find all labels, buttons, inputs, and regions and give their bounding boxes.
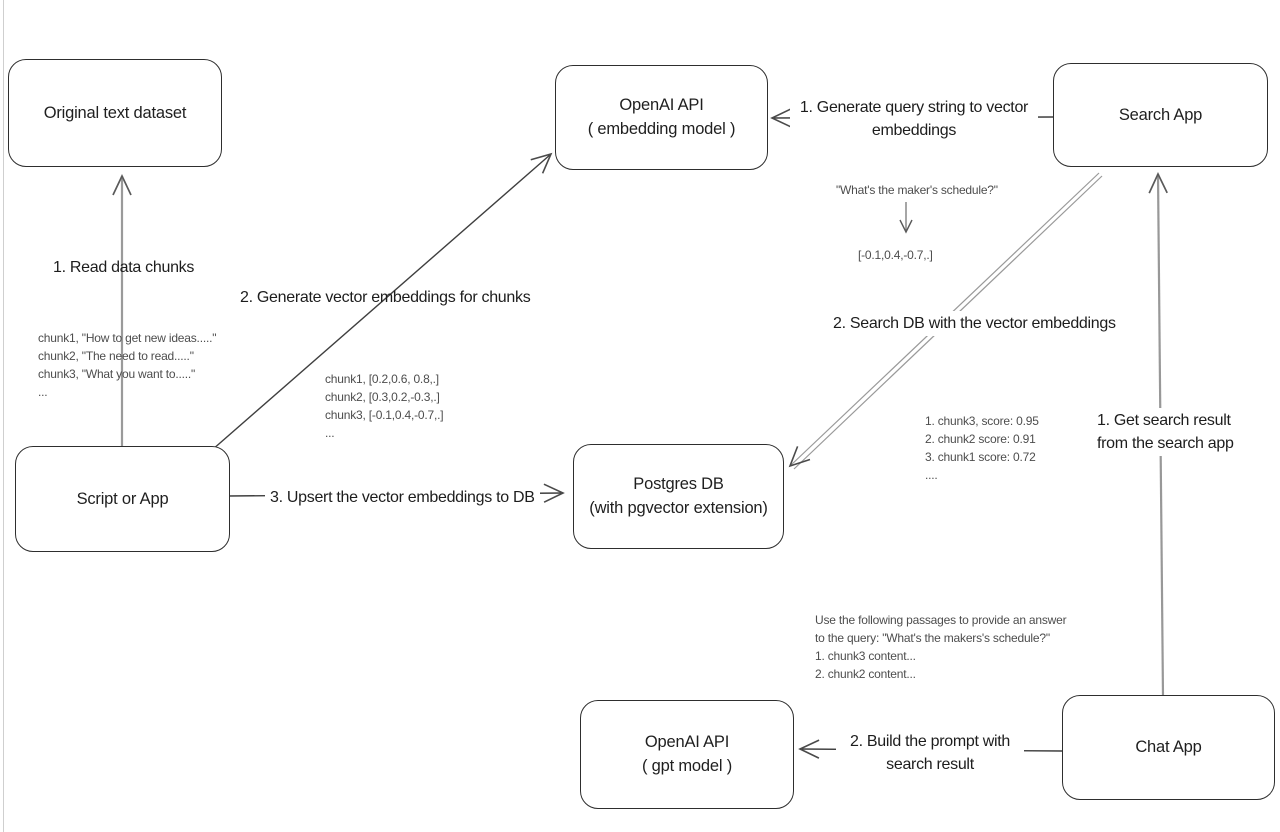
node-chat-app: Chat App bbox=[1062, 695, 1275, 800]
annotation-line: chunk3, "What you want to....." bbox=[38, 367, 196, 381]
label-upsert-to-db: 3. Upsert the vector embeddings to DB bbox=[265, 485, 540, 511]
label-query-to-vector: 1. Generate query string to vector embed… bbox=[790, 95, 1038, 144]
label-line1: 1. Generate query string to vector bbox=[799, 99, 1029, 116]
annotation-line: ... bbox=[325, 426, 335, 440]
annotation-line: Use the following passages to provide an… bbox=[815, 613, 1067, 627]
canvas-left-edge-line bbox=[3, 0, 4, 832]
node-label: Search App bbox=[1118, 105, 1203, 124]
label-line2: embeddings bbox=[871, 122, 957, 140]
annotation-chunk-texts: chunk1, "How to get new ideas....." chun… bbox=[38, 329, 216, 401]
node-script-or-app: Script or App bbox=[15, 446, 230, 552]
label-build-prompt: 2. Build the prompt with search result bbox=[836, 729, 1024, 778]
node-label-line2: ( embedding model ) bbox=[587, 120, 736, 138]
arrow-generate-embeddings bbox=[211, 152, 553, 451]
annotation-line: chunk2, "The need to read....." bbox=[38, 349, 194, 363]
annotation-line: chunk1, [0.2,0.6, 0.8,.] bbox=[325, 372, 439, 386]
annotation-chunk-vectors: chunk1, [0.2,0.6, 0.8,.] chunk2, [0.3,0.… bbox=[325, 370, 444, 442]
label-line2: from the search app bbox=[1097, 435, 1234, 453]
node-label: Original text dataset bbox=[43, 103, 187, 122]
node-openai-gpt: OpenAI API ( gpt model ) bbox=[580, 700, 794, 809]
annotation-built-prompt: Use the following passages to provide an… bbox=[815, 611, 1067, 683]
label-get-search-result: 1. Get search result from the search app bbox=[1092, 408, 1239, 457]
annotation-line: 1. chunk3, score: 0.95 bbox=[925, 414, 1039, 428]
annotation-line: ... bbox=[38, 385, 48, 399]
node-label-line2: (with pgvector extension) bbox=[589, 499, 768, 517]
node-label-line2: ( gpt model ) bbox=[641, 757, 733, 775]
node-label: Chat App bbox=[1135, 738, 1202, 757]
label-line1: 1. Get search result bbox=[1097, 412, 1231, 429]
node-label-line1: OpenAI API bbox=[619, 96, 704, 115]
annotation-line: 2. chunk2 content... bbox=[815, 667, 916, 681]
annotation-line: 1. chunk3 content... bbox=[815, 649, 916, 663]
label-line2: search result bbox=[886, 756, 974, 774]
annotation-line: chunk1, "How to get new ideas....." bbox=[38, 331, 217, 345]
label-search-db: 2. Search DB with the vector embeddings bbox=[828, 311, 1121, 337]
annotation-line: 3. chunk1 score: 0.72 bbox=[925, 450, 1036, 464]
node-label: Script or App bbox=[76, 489, 169, 508]
annotation-line: chunk2, [0.3,0.2,-0.3,.] bbox=[325, 390, 440, 404]
node-label-line1: OpenAI API bbox=[644, 733, 730, 752]
label-read-data-chunks: 1. Read data chunks bbox=[53, 259, 195, 276]
annotation-line: chunk3, [-0.1,0.4,-0.7,.] bbox=[325, 408, 444, 422]
annotation-line: to the query: "What's the makers's sched… bbox=[815, 631, 1050, 645]
annotation-query-vector: [-0.1,0.4,-0.7,.] bbox=[858, 248, 933, 262]
annotation-search-scores: 1. chunk3, score: 0.95 2. chunk2 score: … bbox=[925, 412, 1039, 484]
label-generate-embeddings: 2. Generate vector embeddings for chunks bbox=[240, 289, 531, 306]
node-openai-embedding: OpenAI API ( embedding model ) bbox=[555, 65, 768, 170]
annotation-line: .... bbox=[925, 468, 938, 482]
node-postgres-db: Postgres DB (with pgvector extension) bbox=[573, 444, 784, 549]
node-original-text-dataset: Original text dataset bbox=[8, 59, 222, 167]
node-search-app: Search App bbox=[1053, 63, 1268, 167]
annotation-query-string: "What's the maker's schedule?" bbox=[836, 183, 998, 197]
node-label-line1: Postgres DB bbox=[633, 475, 724, 494]
annotation-line: 2. chunk2 score: 0.91 bbox=[925, 432, 1036, 446]
label-line1: 2. Build the prompt with bbox=[850, 733, 1010, 750]
